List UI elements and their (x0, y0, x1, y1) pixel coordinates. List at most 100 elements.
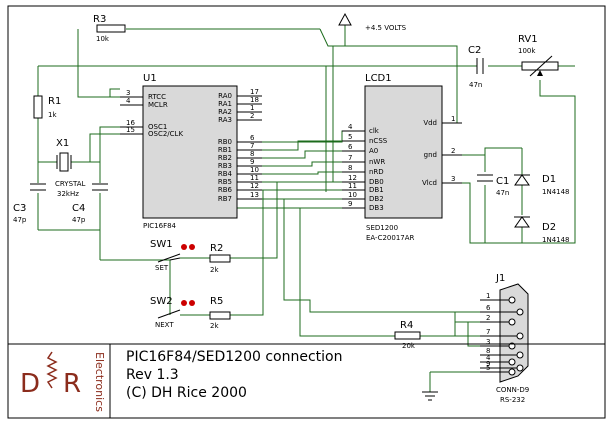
lcd1-pin-name: nWR (369, 158, 385, 166)
j1-pin-number: 5 (486, 364, 490, 372)
supply-symbol: +4.5 VOLTS (338, 12, 407, 32)
svg-text:47n: 47n (469, 81, 482, 89)
ground-symbol (422, 391, 438, 401)
d2-diode: D2 1N4148 (514, 216, 570, 244)
j1-pin-socket (516, 364, 524, 372)
sw2-switch: SW2 NEXT (150, 296, 195, 329)
j1-pin-number: 8 (486, 347, 490, 355)
j1-pin-socket (516, 332, 524, 340)
u1-pin-name: MCLR (148, 101, 168, 109)
u1-pin-number: 10 (250, 166, 259, 174)
r4-resistor: R4 20k (394, 320, 421, 350)
u1-pin-number: 2 (250, 112, 254, 120)
j1-pin-socket (508, 318, 516, 326)
u1-pin-name: RB7 (218, 195, 232, 203)
j1-pin-socket (508, 296, 516, 304)
c4-capacitor: C4 47p (72, 183, 108, 224)
j1-pin-number: 2 (486, 314, 490, 322)
u1-pin-name: RB0 (218, 138, 232, 146)
svg-text:NEXT: NEXT (155, 321, 174, 329)
title-block: D R Electronics PIC16F84/SED1200 connect… (7, 343, 606, 419)
svg-text:1N4148: 1N4148 (542, 188, 570, 196)
lcd1-pin-name: nCSS (369, 137, 388, 145)
svg-text:R3: R3 (93, 14, 106, 25)
u1-pin-number: 7 (250, 142, 254, 150)
svg-text:SED1200: SED1200 (366, 224, 398, 232)
lcd1-pin-number: 1 (451, 115, 455, 123)
u1-pin-number: 18 (250, 96, 259, 104)
title-line-1: PIC16F84/SED1200 connection (126, 349, 342, 365)
lcd1-pin-name: nRD (369, 168, 384, 176)
r3-resistor: R3 10k (93, 14, 126, 43)
lcd1-pin-number: 2 (451, 147, 455, 155)
title-line-3: (C) DH Rice 2000 (126, 385, 247, 401)
svg-text:RS-232: RS-232 (500, 396, 525, 404)
u1-pin-name: RA3 (218, 116, 232, 124)
svg-text:2k: 2k (210, 266, 219, 274)
svg-text:D1: D1 (542, 174, 556, 185)
title-line-2: Rev 1.3 (126, 367, 179, 383)
lcd1-pin-name: DB3 (369, 204, 384, 212)
u1-pin-name: RB4 (218, 170, 233, 178)
wires (37, 25, 576, 392)
c3-capacitor: C3 47p (13, 183, 46, 224)
j1-pin-number: 7 (486, 328, 490, 336)
u1-pin-name: RB5 (218, 178, 232, 186)
lcd1-pin-number: 10 (348, 191, 357, 199)
sw1-switch: SW1 SET (150, 239, 195, 272)
j1-pin-number: 3 (486, 338, 490, 346)
j1-pin-number: 6 (486, 304, 491, 312)
x1-crystal: X1 CRYSTAL 32kHz (55, 138, 86, 198)
svg-text:1k: 1k (48, 111, 57, 119)
u1-pin-number: 15 (126, 126, 135, 134)
u1-pin-number: 6 (250, 134, 255, 142)
u1-pin-number: 8 (250, 150, 254, 158)
j1-pin-socket (508, 368, 516, 376)
u1-pin-number: 13 (250, 191, 259, 199)
lcd1-pin-name: Vlcd (422, 179, 437, 187)
j1-pin-number: 1 (486, 292, 490, 300)
u1-pin-name: OSC1 (148, 123, 167, 131)
svg-text:SW1: SW1 (150, 239, 173, 250)
svg-text:R2: R2 (210, 243, 223, 254)
lcd1-pin-number: 5 (348, 133, 352, 141)
svg-text:PIC16F84: PIC16F84 (143, 222, 177, 230)
supply-label: +4.5 VOLTS (365, 24, 407, 32)
svg-text:U1: U1 (143, 73, 157, 84)
svg-text:47p: 47p (13, 216, 27, 224)
u1-pin-name: RB3 (218, 162, 232, 170)
svg-text:D2: D2 (542, 222, 556, 233)
svg-text:2k: 2k (210, 322, 219, 330)
svg-text:CONN-D9: CONN-D9 (496, 386, 529, 394)
lcd1-pin-name: A0 (369, 147, 378, 155)
svg-text:20k: 20k (402, 342, 416, 350)
svg-text:SW2: SW2 (150, 296, 173, 307)
u1-pin-number: 3 (126, 89, 130, 97)
u1-pin-number: 16 (126, 119, 135, 127)
svg-text:C3: C3 (13, 203, 26, 214)
j1-pin-socket (516, 308, 524, 316)
u1-pin-name: RA0 (218, 92, 232, 100)
svg-text:LCD1: LCD1 (365, 73, 392, 84)
u1-pin-name: RB1 (218, 146, 232, 154)
lcd1-pin-number: 6 (348, 143, 353, 151)
lcd1-pin-number: 4 (348, 123, 353, 131)
svg-text:10k: 10k (96, 35, 110, 43)
d1-diode: D1 1N4148 (514, 174, 570, 196)
svg-text:C4: C4 (72, 203, 85, 214)
lcd1-pin-name: Vdd (423, 119, 437, 127)
lcd1-pin-name: DB2 (369, 195, 384, 203)
svg-text:32kHz: 32kHz (57, 190, 79, 198)
lcd1-sed1200: LCD1 SED1200 EA-C20017AR clk4nCSS5A06nWR… (342, 73, 462, 242)
svg-text:47n: 47n (496, 189, 509, 197)
svg-text:SET: SET (155, 264, 169, 272)
j1-pin-socket (508, 358, 516, 366)
u1-pin-number: 17 (250, 88, 259, 96)
svg-text:R5: R5 (210, 296, 223, 307)
